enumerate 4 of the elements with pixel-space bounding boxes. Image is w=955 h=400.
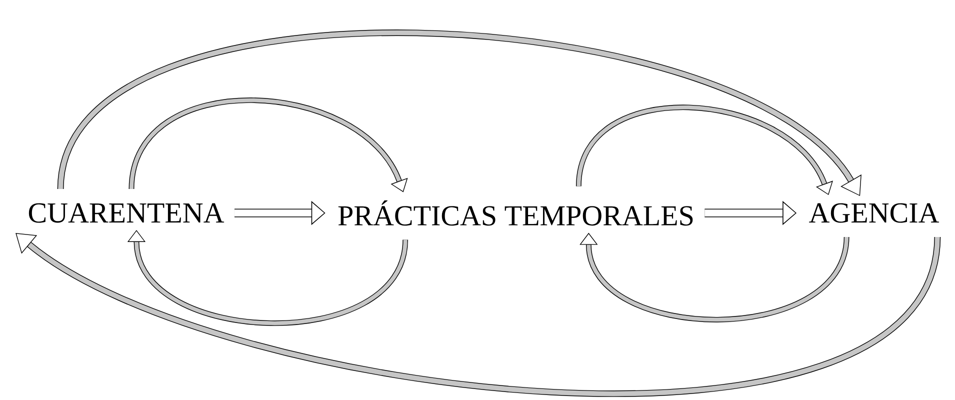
- node-label: AGENCIA: [809, 203, 940, 223]
- curved-arrow: [128, 98, 408, 192]
- node-label: PRÁCTICAS TEMPORALES: [338, 200, 693, 226]
- node-label: CUARENTENA: [28, 203, 224, 223]
